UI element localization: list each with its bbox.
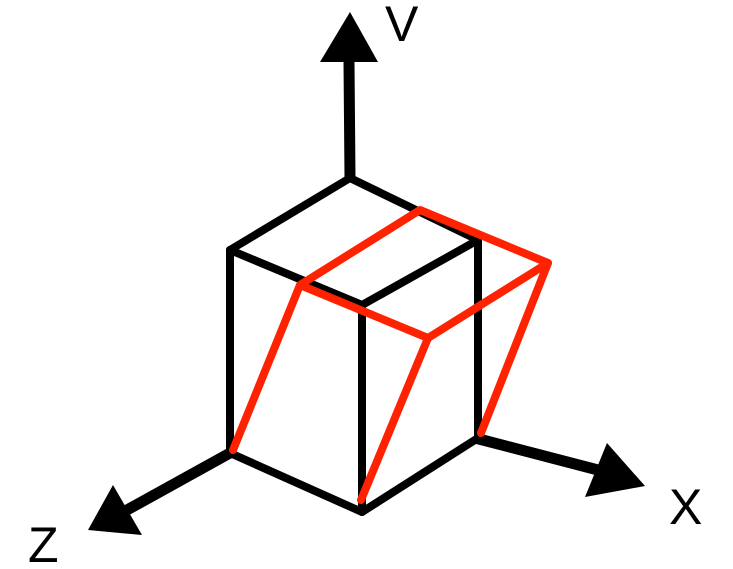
sheared-edge-left [229, 281, 304, 454]
cube-edge-top-left-front [226, 246, 366, 309]
cube-edge-top-right-front [358, 236, 482, 309]
z-axis-line [124, 448, 233, 515]
x-axis-line [473, 432, 600, 476]
x-axis-label: X [669, 479, 702, 535]
sheared-cube [229, 206, 552, 504]
cube-top-face [226, 174, 482, 254]
y-axis-label: V [385, 0, 419, 52]
axes-group [88, 12, 645, 535]
z-axis-label: Z [28, 517, 59, 569]
x-axis-arrowhead [585, 443, 645, 497]
y-axis-arrowhead [320, 12, 378, 62]
z-axis-arrowhead [88, 485, 142, 535]
y-axis-line [343, 61, 356, 179]
original-cube [226, 174, 482, 516]
sheared-edge-front [357, 334, 432, 504]
sheared-edge-right [477, 259, 552, 437]
cube-bottom-front [226, 434, 482, 516]
